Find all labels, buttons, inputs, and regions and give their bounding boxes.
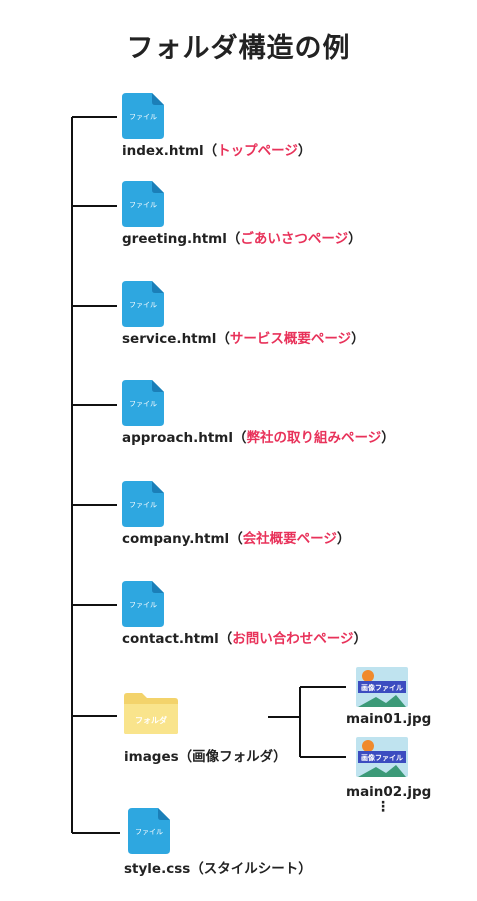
file-label: greeting.html（ごあいさつページ）	[122, 227, 362, 247]
file-icon-text: ファイル	[129, 113, 157, 121]
folder-name: images	[124, 749, 179, 765]
file-desc: サービス概要ページ	[229, 331, 352, 347]
paren-close: ）	[273, 749, 287, 765]
file-icon[interactable]: ファイル	[122, 181, 164, 227]
image-icon[interactable]: 画像ファイル	[356, 737, 408, 777]
file-desc: ごあいさつページ	[240, 231, 349, 247]
file-desc: 弊社の取り組みページ	[246, 430, 382, 446]
file-desc: 会社概要ページ	[242, 531, 337, 547]
paren-open: （	[226, 231, 241, 247]
paren-open: （	[232, 430, 247, 446]
file-label: index.html（トップページ）	[122, 139, 311, 159]
file-icon[interactable]: ファイル	[128, 808, 170, 854]
file-icon[interactable]: ファイル	[122, 481, 164, 527]
image-icon-text: 画像ファイル	[361, 683, 403, 692]
paren-close: ）	[353, 631, 368, 647]
file-icon-text: ファイル	[129, 601, 157, 609]
folder-icon[interactable]: フォルダ	[122, 690, 180, 736]
folder-label: images（画像フォルダ）	[124, 745, 287, 765]
file-icon-text: ファイル	[135, 828, 163, 836]
image-file-label: main01.jpg	[346, 711, 432, 727]
page-title: フォルダ構造の例	[126, 33, 351, 64]
file-desc: トップページ	[217, 143, 298, 159]
file-icon[interactable]: ファイル	[122, 93, 164, 139]
paren-close: ）	[351, 331, 365, 347]
paren-close: ）	[336, 531, 351, 547]
folder-desc: 画像フォルダ	[192, 749, 274, 765]
paren-open: （	[178, 749, 193, 765]
paren-close: ）	[348, 231, 362, 247]
file-icon-text: ファイル	[129, 400, 157, 408]
file-label: approach.html（弊社の取り組みページ）	[122, 426, 395, 446]
image-icon-text: 画像ファイル	[361, 753, 403, 762]
stylesheet-name: style.css	[124, 861, 191, 877]
paren-open: （	[218, 631, 233, 647]
stylesheet-desc: スタイルシート	[203, 861, 299, 877]
file-icon-text: ファイル	[129, 301, 157, 309]
file-desc: お問い合わせページ	[232, 631, 354, 647]
file-name: contact.html	[122, 631, 219, 647]
file-label: service.html（サービス概要ページ）	[122, 327, 365, 347]
file-name: company.html	[122, 531, 230, 547]
file-name: approach.html	[122, 430, 233, 446]
folder-icon-text: フォルダ	[135, 715, 167, 725]
more-indicator: ⋮	[376, 799, 390, 815]
paren-open: （	[229, 531, 243, 547]
file-icon-text: ファイル	[129, 501, 157, 509]
file-icon[interactable]: ファイル	[122, 581, 164, 627]
paren-close: ）	[381, 430, 395, 446]
file-icon[interactable]: ファイル	[122, 281, 164, 327]
file-label: contact.html（お問い合わせページ）	[122, 627, 367, 647]
image-file-label: main02.jpg	[346, 784, 432, 800]
paren-open: （	[203, 143, 218, 159]
paren-open: （	[190, 861, 204, 877]
file-name: index.html	[122, 143, 204, 159]
file-icon-text: ファイル	[129, 201, 157, 209]
file-icon[interactable]: ファイル	[122, 380, 164, 426]
file-name: service.html	[122, 331, 217, 347]
paren-close: ）	[297, 143, 312, 159]
stylesheet-label: style.css（スタイルシート）	[124, 857, 312, 877]
paren-open: （	[216, 331, 230, 347]
file-label: company.html（会社概要ページ）	[122, 527, 350, 547]
file-name: greeting.html	[122, 231, 227, 247]
image-icon[interactable]: 画像ファイル	[356, 667, 408, 707]
paren-close: ）	[298, 861, 312, 877]
